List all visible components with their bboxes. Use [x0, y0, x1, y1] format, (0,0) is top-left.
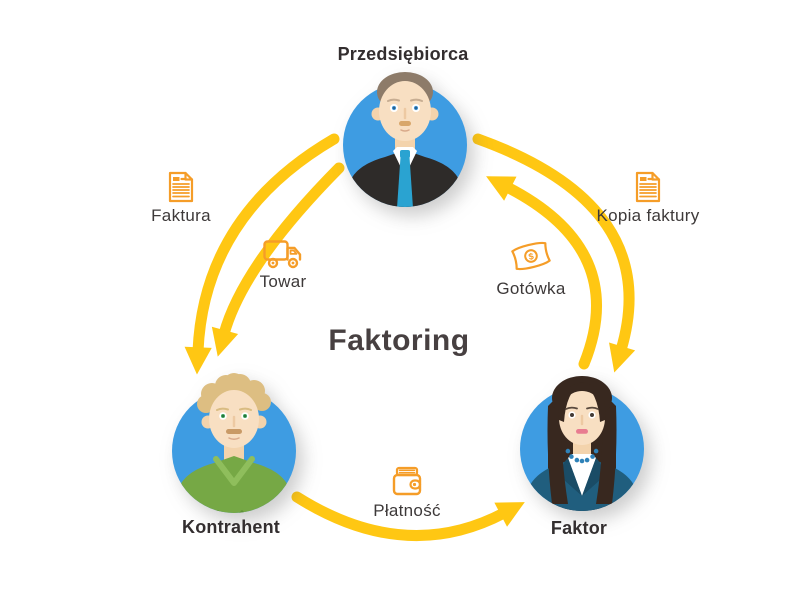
delivery-truck-icon	[263, 240, 302, 269]
contractor-avatar	[172, 373, 296, 513]
entrepreneur-avatar	[343, 72, 467, 207]
flow-gotowka-label: Gotówka	[496, 279, 566, 298]
wallet-icon	[392, 466, 422, 496]
dollar-symbol: $	[527, 251, 534, 262]
entrepreneur-label: Przedsiębiorca	[337, 44, 469, 64]
arrow-faktura	[184, 133, 340, 375]
contractor-label: Kontrahent	[182, 517, 280, 537]
factor-face	[552, 376, 612, 445]
invoice-document-icon	[168, 171, 194, 203]
cash-banknote-icon: $	[511, 241, 551, 271]
arrow-gotowka	[486, 176, 602, 370]
flow-platnosc: Płatność	[327, 466, 487, 521]
arrow-platnosc	[291, 491, 525, 542]
flow-faktura: Faktura	[101, 171, 261, 226]
factor-avatar	[520, 376, 644, 511]
invoice-document-icon	[635, 171, 661, 203]
arrow-towar	[211, 162, 345, 357]
flow-kopia-faktury: Kopia faktury	[568, 171, 728, 226]
necklace	[565, 448, 599, 464]
diagram-title: Faktoring	[328, 324, 470, 357]
flow-gotowka: $ Gotówka	[451, 236, 611, 299]
flow-towar: Towar	[203, 240, 363, 292]
factor-label: Faktor	[550, 518, 608, 538]
flow-towar-label: Towar	[259, 272, 307, 291]
entrepreneur-face	[371, 72, 439, 141]
flow-kopia-faktury-label: Kopia faktury	[596, 206, 700, 225]
arrow-kopia-faktury	[472, 133, 636, 373]
flow-faktura-label: Faktura	[151, 206, 211, 225]
flow-platnosc-label: Płatność	[373, 501, 441, 520]
contractor-face	[197, 373, 271, 448]
